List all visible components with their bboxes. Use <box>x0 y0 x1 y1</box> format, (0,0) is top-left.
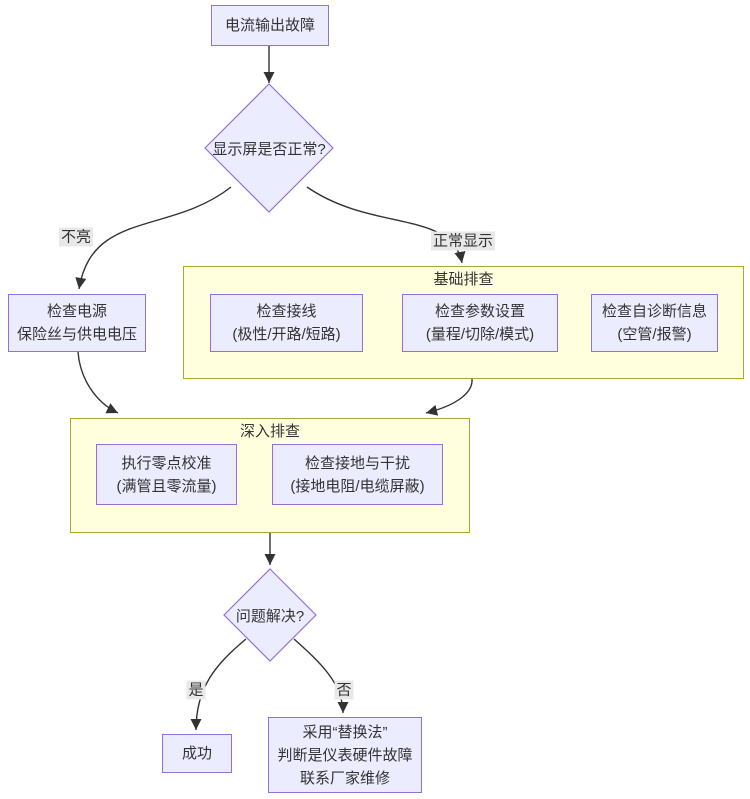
node-current-output-fault-label: 电流输出故障 <box>224 17 315 34</box>
node-zero-calibration: 执行零点校准 (满管且零流量) <box>96 444 237 505</box>
edge-display-check-to-basic-cluster <box>306 186 466 264</box>
edge-basic-cluster-to-deep-cluster <box>425 378 473 416</box>
node-check-power-supply: 检查电源 保险丝与供电电压 <box>8 294 146 352</box>
edge-label-no: 否 <box>334 680 354 700</box>
node-replacement-method: 采用“替换法” 判断是仪表硬件故障 联系厂家维修 <box>268 717 422 793</box>
node-check-power-line1: 检查电源 <box>46 303 107 320</box>
solved-check-diamond <box>223 568 317 662</box>
node-check-parameter-settings: 检查参数设置 (量程/切除/模式) <box>402 294 558 352</box>
node-check-params-line1: 检查参数设置 <box>434 303 525 320</box>
node-zero-cal-line2: (满管且零流量) <box>116 477 217 495</box>
node-replace-line2: 判断是仪表硬件故障 <box>277 746 413 764</box>
node-check-wiring-line1: 检查接线 <box>256 303 317 320</box>
cluster-deep-title: 深入排查 <box>239 423 300 440</box>
node-check-power-line2: 保险丝与供电电压 <box>16 326 137 343</box>
node-check-wiring: 检查接线 (极性/开路/短路) <box>210 294 363 352</box>
edge-label-yes: 是 <box>186 680 206 700</box>
edge-solved-check-to-replace <box>293 638 349 714</box>
edge-solved-check-to-success <box>190 638 247 731</box>
edge-power-to-deep-cluster <box>77 351 119 414</box>
node-check-params-line2: (量程/切除/模式) <box>425 326 535 343</box>
edge-label-not-lit: 不亮 <box>58 227 94 247</box>
node-check-self-diagnostics: 检查自诊断信息 (空管/报警) <box>591 294 718 352</box>
node-zero-cal-line1: 执行零点校准 <box>121 454 212 472</box>
display-check-diamond-label: 显示屏是否正常? <box>212 140 326 158</box>
node-check-diag-line1: 检查自诊断信息 <box>601 303 707 320</box>
edge-label-normal-display: 正常显示 <box>430 231 496 251</box>
node-replace-line1: 采用“替换法” <box>302 723 388 741</box>
display-check-diamond <box>204 83 334 213</box>
solved-check-diamond-label: 问题解决? <box>235 607 305 625</box>
node-grounding-line1: 检查接地与干扰 <box>304 454 410 472</box>
edge-display-check-to-power <box>75 186 232 290</box>
node-current-output-fault: 电流输出故障 <box>211 5 329 46</box>
node-check-wiring-line2: (极性/开路/短路) <box>232 326 341 343</box>
node-replace-line3: 联系厂家维修 <box>299 769 390 787</box>
node-success: 成功 <box>162 734 232 773</box>
node-check-diag-line2: (空管/报警) <box>617 326 692 343</box>
node-check-grounding-interference: 检查接地与干扰 (接地电阻/电缆屏蔽) <box>272 444 443 505</box>
node-grounding-line2: (接地电阻/电缆屏蔽) <box>290 477 425 495</box>
cluster-basic-title: 基础排查 <box>433 271 494 288</box>
node-success-label: 成功 <box>181 745 212 762</box>
